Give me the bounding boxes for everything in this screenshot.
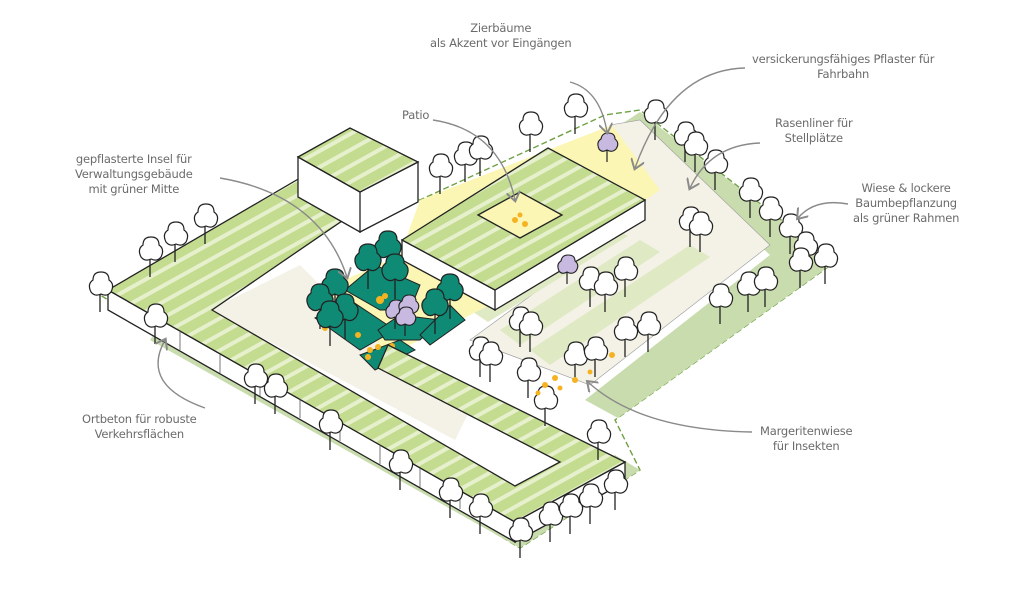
- daisy-meadow: [535, 352, 615, 396]
- label-line: Rasenliner für: [775, 116, 853, 130]
- label-line: Verwaltungsgebäude: [75, 167, 193, 181]
- label-line: Ortbeton für robuste: [82, 412, 197, 426]
- label-line: Stellplätze: [784, 131, 843, 145]
- label-line: gepflasterte Insel für: [75, 152, 192, 166]
- label-line: als grüner Rahmen: [853, 211, 960, 225]
- courtyard-paving: [210, 265, 470, 440]
- label-ortbeton: Ortbeton für robuste Verkehrsflächen: [82, 412, 197, 442]
- label-margeriten: Margeritenwiese für Insekten: [760, 424, 853, 454]
- label-line: Baumbepflanzung: [855, 196, 957, 210]
- label-insel: gepflasterte Insel für Verwaltungsgebäud…: [75, 152, 193, 197]
- label-line: für Insekten: [772, 439, 840, 453]
- label-zierbaeume: Zierbäume als Akzent vor Eingängen: [430, 21, 572, 51]
- label-line: Patio: [402, 108, 430, 122]
- building-admin-with-patio: [400, 147, 647, 312]
- label-line: Verkehrsflächen: [94, 427, 185, 441]
- label-line: als Akzent vor Eingängen: [430, 36, 572, 50]
- label-line: Wiese & lockere: [861, 181, 951, 195]
- building-small: [296, 127, 420, 234]
- label-wiese: Wiese & lockere Baumbepflanzung als grün…: [853, 181, 959, 226]
- label-rasenliner: Rasenliner für Stellplätze: [775, 116, 853, 146]
- label-patio: Patio: [402, 108, 429, 123]
- label-line: Fahrbahn: [817, 67, 870, 81]
- annotation-arrows: [158, 67, 849, 433]
- label-line: mit grüner Mitte: [88, 182, 180, 196]
- label-line: versickerungsfähiges Pflaster für: [752, 52, 935, 66]
- label-line: Margeritenwiese: [760, 424, 853, 438]
- label-line: Zierbäume: [470, 21, 532, 35]
- label-pflaster: versickerungsfähiges Pflaster für Fahrba…: [752, 52, 934, 82]
